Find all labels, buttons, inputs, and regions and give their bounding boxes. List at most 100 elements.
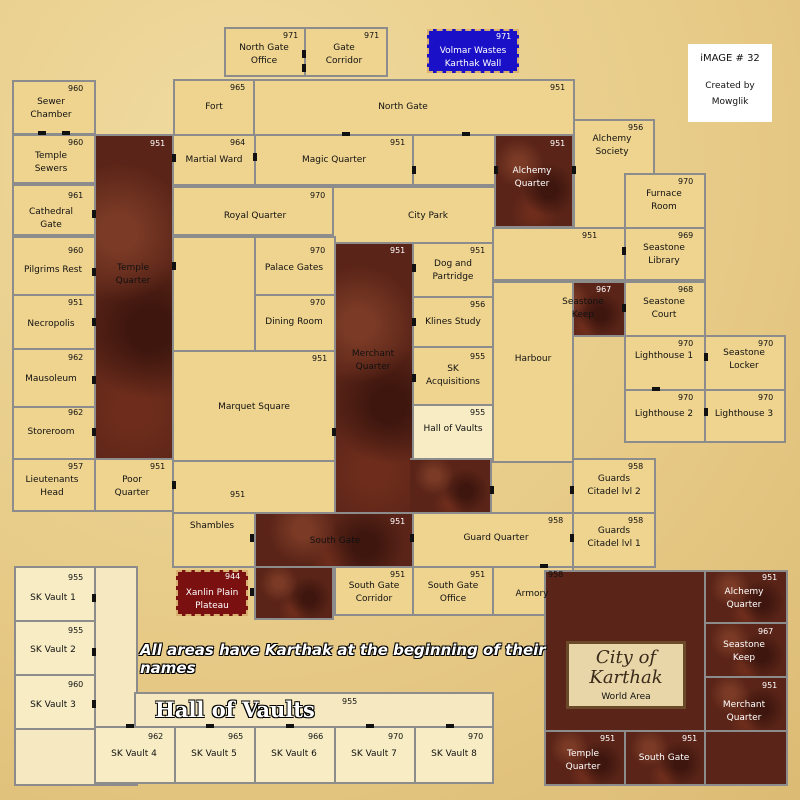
city-of-karthak-sign: City of Karthak World Area — [566, 641, 686, 709]
num-storeroom: 962 — [68, 408, 84, 417]
room-magic-quarter[interactable] — [254, 134, 414, 186]
door — [540, 564, 548, 568]
room-royal-quarter[interactable] — [172, 186, 334, 236]
door — [342, 132, 350, 136]
door — [92, 428, 96, 436]
num-guards-citadel-2: 958 — [628, 462, 644, 471]
door — [412, 374, 416, 382]
room-dog-and-partridge[interactable] — [412, 242, 494, 298]
room-city-temple-quarter[interactable] — [544, 730, 626, 786]
room-furnace-room[interactable] — [624, 173, 706, 229]
areas-note: All areas have Karthak at the beginning … — [140, 641, 546, 677]
num-martial-ward: 964 — [230, 138, 246, 147]
label-south-gate: South Gate — [309, 536, 361, 546]
room-xanlin-plain[interactable] — [176, 570, 248, 616]
door — [172, 481, 176, 489]
num-alchemy-society: 956 — [628, 123, 644, 132]
room-harbour[interactable] — [492, 281, 574, 463]
door — [92, 268, 96, 276]
label-klines-study: Klines Study — [425, 317, 481, 327]
num-poor-quarter: 951 — [150, 462, 166, 471]
num-city-merchant-quarter: 951 — [762, 681, 778, 690]
room-royal-west — [172, 236, 256, 352]
door — [62, 131, 70, 135]
room-poor-quarter[interactable] — [94, 458, 174, 512]
num-alchemy-quarter: 951 — [550, 139, 566, 148]
room-volmar-wastes[interactable] — [427, 29, 519, 73]
door — [302, 50, 306, 58]
door — [622, 247, 626, 255]
num-volmar-wastes: 971 — [496, 32, 512, 41]
room-storeroom[interactable] — [12, 406, 96, 460]
label-south-gate-office: South Gate Office — [427, 581, 479, 604]
room-sk-vault-6[interactable] — [254, 726, 336, 784]
room-lighthouse-3[interactable] — [704, 389, 786, 443]
label-armory: Armory — [515, 589, 549, 599]
room-south-gate-office[interactable] — [412, 566, 494, 616]
num-shambles: 951 — [230, 490, 246, 499]
label-marquet-square: Marquet Square — [218, 402, 290, 412]
label-shambles: Shambles — [189, 521, 235, 531]
num-xanlin-plain: 944 — [225, 572, 241, 581]
info-box: iMAGE # 32 Created by Mowglik — [688, 44, 772, 122]
created-by: Created by — [705, 81, 755, 91]
num-seastone-locker: 970 — [758, 339, 774, 348]
room-city-seastone-keep[interactable] — [704, 622, 788, 678]
label-city-merchant-quarter: Merchant Quarter — [722, 700, 766, 723]
room-sk-vault-8[interactable] — [414, 726, 494, 784]
num-guards-citadel-1: 958 — [628, 516, 644, 525]
num-hall-of-vaults-room: 955 — [470, 408, 486, 417]
num-marquet-square: 951 — [312, 354, 328, 363]
room-palace-gates[interactable] — [254, 236, 336, 296]
door — [92, 648, 96, 656]
num-south-gate-corridor: 951 — [390, 570, 406, 579]
label-lighthouse-3: Lighthouse 3 — [714, 409, 774, 419]
room-sk-vault-5[interactable] — [174, 726, 256, 784]
door — [462, 132, 470, 136]
room-merchant-quarter[interactable] — [334, 242, 414, 514]
room-seastone-library[interactable] — [624, 227, 706, 281]
label-north-gate: North Gate — [378, 102, 428, 112]
label-necropolis: Necropolis — [27, 319, 75, 329]
door — [92, 318, 96, 326]
room-sewer-chamber[interactable] — [12, 80, 96, 135]
label-mausoleum: Mausoleum — [25, 374, 77, 384]
door — [652, 387, 660, 391]
room-lighthouse-1[interactable] — [624, 335, 706, 391]
room-hall-of-vaults[interactable] — [412, 404, 494, 460]
num-city-alchemy-quarter: 951 — [762, 573, 778, 582]
room-city-merchant-quarter[interactable] — [704, 676, 788, 732]
num-sk-vault-8: 970 — [468, 732, 484, 741]
room-pilgrims-rest[interactable] — [12, 236, 96, 296]
num-guard-quarter: 958 — [548, 516, 564, 525]
room-sk-vault-4[interactable] — [94, 726, 176, 784]
label-hall-of-vaults-room: Hall of Vaults — [423, 424, 483, 434]
label-storeroom: Storeroom — [27, 427, 75, 437]
room-alchemy-quarter[interactable] — [494, 134, 574, 228]
room-south-gate[interactable] — [254, 512, 414, 568]
room-north-gate-office[interactable] — [224, 27, 306, 77]
num-mausoleum: 962 — [68, 353, 84, 362]
num-lieutenants-head: 957 — [68, 462, 84, 471]
label-guards-citadel-1: Guards Citadel lvl 1 — [587, 526, 641, 549]
num-sk-vault-3: 960 — [68, 680, 84, 689]
num-sk-vault-7: 970 — [388, 732, 404, 741]
room-city-south-gate[interactable] — [624, 730, 706, 786]
room-marquet-square[interactable] — [172, 350, 336, 462]
label-sk-vault-4: SK Vault 4 — [111, 749, 157, 759]
author-name: Mowglik — [711, 97, 749, 107]
room-sk-vault-7[interactable] — [334, 726, 416, 784]
room-sk-vault-2[interactable] — [14, 620, 96, 676]
room-temple-quarter[interactable] — [94, 134, 174, 460]
label-guard-quarter: Guard Quarter — [463, 533, 529, 543]
room-city-alchemy-quarter[interactable] — [704, 570, 788, 624]
room-temple-sewers[interactable] — [12, 134, 96, 184]
door — [253, 153, 257, 161]
door — [206, 724, 214, 728]
num-necropolis: 951 — [68, 298, 84, 307]
room-cathedral-gate[interactable] — [12, 184, 96, 236]
door — [572, 166, 576, 174]
num-sk-vault-2: 955 — [68, 626, 84, 635]
door — [570, 486, 574, 494]
num-seastone-keep: 967 — [596, 285, 612, 294]
